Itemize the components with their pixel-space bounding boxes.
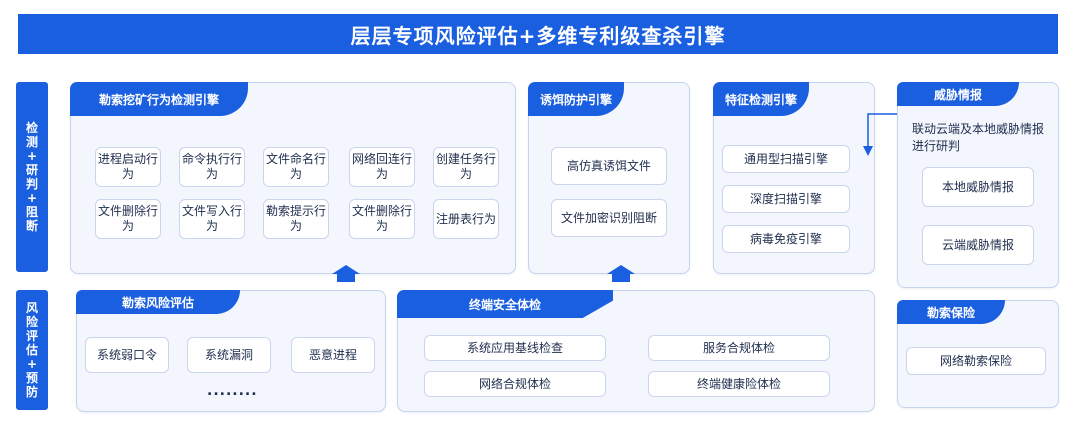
behavior-item: 文件命名行为 bbox=[263, 147, 329, 187]
threat-intel-item: 云端威胁情报 bbox=[922, 225, 1034, 265]
behavior-item: 创建任务行为 bbox=[433, 147, 499, 187]
panel-title-text: 勒索保险 bbox=[926, 305, 975, 320]
threat-intel-description: 联动云端及本地威胁情报进行研判 bbox=[912, 122, 1045, 153]
side-label-risk: 风 险 评 估 + 预 防 bbox=[16, 290, 48, 410]
side-label-detection: 检 测 + 研 判 + 阻 断 bbox=[16, 82, 48, 272]
behavior-item: 文件写入行为 bbox=[179, 199, 245, 239]
decoy-panel: 诱饵防护引擎 高仿真诱饵文件 文件加密识别阻断 bbox=[528, 82, 690, 274]
side-label-char: 防 bbox=[25, 385, 38, 399]
panel-title-text: 勒索挖矿行为检测引擎 bbox=[98, 92, 219, 107]
side-label-char: 阻 bbox=[25, 205, 38, 219]
insurance-title: 勒索保险 bbox=[897, 300, 1005, 324]
decoy-item: 高仿真诱饵文件 bbox=[551, 147, 667, 185]
endpoint-title: 终端安全体检 bbox=[397, 290, 613, 318]
side-label-char: 判 bbox=[25, 177, 38, 191]
decoy-item: 文件加密识别阻断 bbox=[551, 199, 667, 237]
behavior-item: 文件删除行为 bbox=[349, 199, 415, 239]
panel-title-text: 终端安全体检 bbox=[468, 297, 541, 312]
behavior-item: 网络回连行为 bbox=[349, 147, 415, 187]
risk-item: 系统弱口令 bbox=[85, 337, 169, 373]
side-label-char: + bbox=[26, 191, 38, 205]
behavior-item: 勒索提示行为 bbox=[263, 199, 329, 239]
up-arrow-icon bbox=[330, 265, 362, 282]
behavior-item: 注册表行为 bbox=[433, 199, 499, 239]
decoy-title: 诱饵防护引擎 bbox=[528, 82, 624, 116]
side-label-char: 研 bbox=[25, 163, 38, 177]
side-label-char: 评 bbox=[25, 329, 38, 343]
signature-panel: 特征检测引擎 通用型扫描引擎 深度扫描引擎 病毒免疫引擎 bbox=[713, 82, 875, 274]
behavior-item: 文件删除行为 bbox=[95, 199, 161, 239]
insurance-item: 网络勒索保险 bbox=[906, 347, 1046, 375]
threat-intel-panel: 威胁情报 联动云端及本地威胁情报进行研判 本地威胁情报 云端威胁情报 bbox=[897, 82, 1059, 288]
side-label-char: 断 bbox=[25, 219, 38, 233]
endpoint-panel: 终端安全体检 系统应用基线检查 服务合规体检 网络合规体检 终端健康险体检 bbox=[397, 290, 875, 412]
endpoint-item: 系统应用基线检查 bbox=[424, 335, 606, 361]
page-title: 层层专项风险评估+多维专利级查杀引擎 bbox=[350, 23, 726, 48]
endpoint-item: 网络合规体检 bbox=[424, 371, 606, 397]
side-label-char: 预 bbox=[25, 371, 38, 385]
signature-title: 特征检测引擎 bbox=[713, 82, 809, 116]
side-label-char: + bbox=[26, 357, 38, 371]
risk-item: 系统漏洞 bbox=[187, 337, 271, 373]
up-arrow-icon bbox=[605, 265, 637, 282]
threat-intel-title: 威胁情报 bbox=[897, 82, 1019, 106]
page-title-banner: 层层专项风险评估+多维专利级查杀引擎 bbox=[18, 14, 1058, 54]
insurance-panel: 勒索保险 网络勒索保险 bbox=[897, 300, 1059, 408]
panel-title-text: 勒索风险评估 bbox=[121, 295, 194, 310]
side-label-char: 险 bbox=[25, 315, 38, 329]
ransom-behavior-panel: 勒索挖矿行为检测引擎 进程启动行为 命令执行行为 文件命名行为 网络回连行为 创… bbox=[70, 82, 516, 274]
endpoint-item: 终端健康险体检 bbox=[648, 371, 830, 397]
endpoint-item: 服务合规体检 bbox=[648, 335, 830, 361]
risk-eval-panel: 勒索风险评估 系统弱口令 系统漏洞 恶意进程 ........ bbox=[76, 290, 386, 412]
signature-item: 深度扫描引擎 bbox=[722, 185, 850, 213]
signature-item: 病毒免疫引擎 bbox=[722, 225, 850, 253]
risk-eval-title: 勒索风险评估 bbox=[76, 290, 240, 314]
behavior-item: 进程启动行为 bbox=[95, 147, 161, 187]
panel-title-text: 特征检测引擎 bbox=[724, 92, 797, 107]
side-label-char: 测 bbox=[25, 135, 38, 149]
side-label-char: 检 bbox=[25, 121, 38, 135]
behavior-item: 命令执行行为 bbox=[179, 147, 245, 187]
side-label-char: 估 bbox=[25, 343, 38, 357]
side-label-char: 风 bbox=[25, 301, 38, 315]
threat-intel-item: 本地威胁情报 bbox=[922, 167, 1034, 207]
signature-item: 通用型扫描引擎 bbox=[722, 145, 850, 173]
panel-title-text: 威胁情报 bbox=[933, 87, 982, 102]
more-ellipsis: ........ bbox=[207, 383, 258, 399]
ransom-behavior-title: 勒索挖矿行为检测引擎 bbox=[70, 82, 248, 116]
risk-item: 恶意进程 bbox=[291, 337, 375, 373]
side-label-char: + bbox=[26, 149, 38, 163]
panel-title-text: 诱饵防护引擎 bbox=[539, 92, 612, 107]
